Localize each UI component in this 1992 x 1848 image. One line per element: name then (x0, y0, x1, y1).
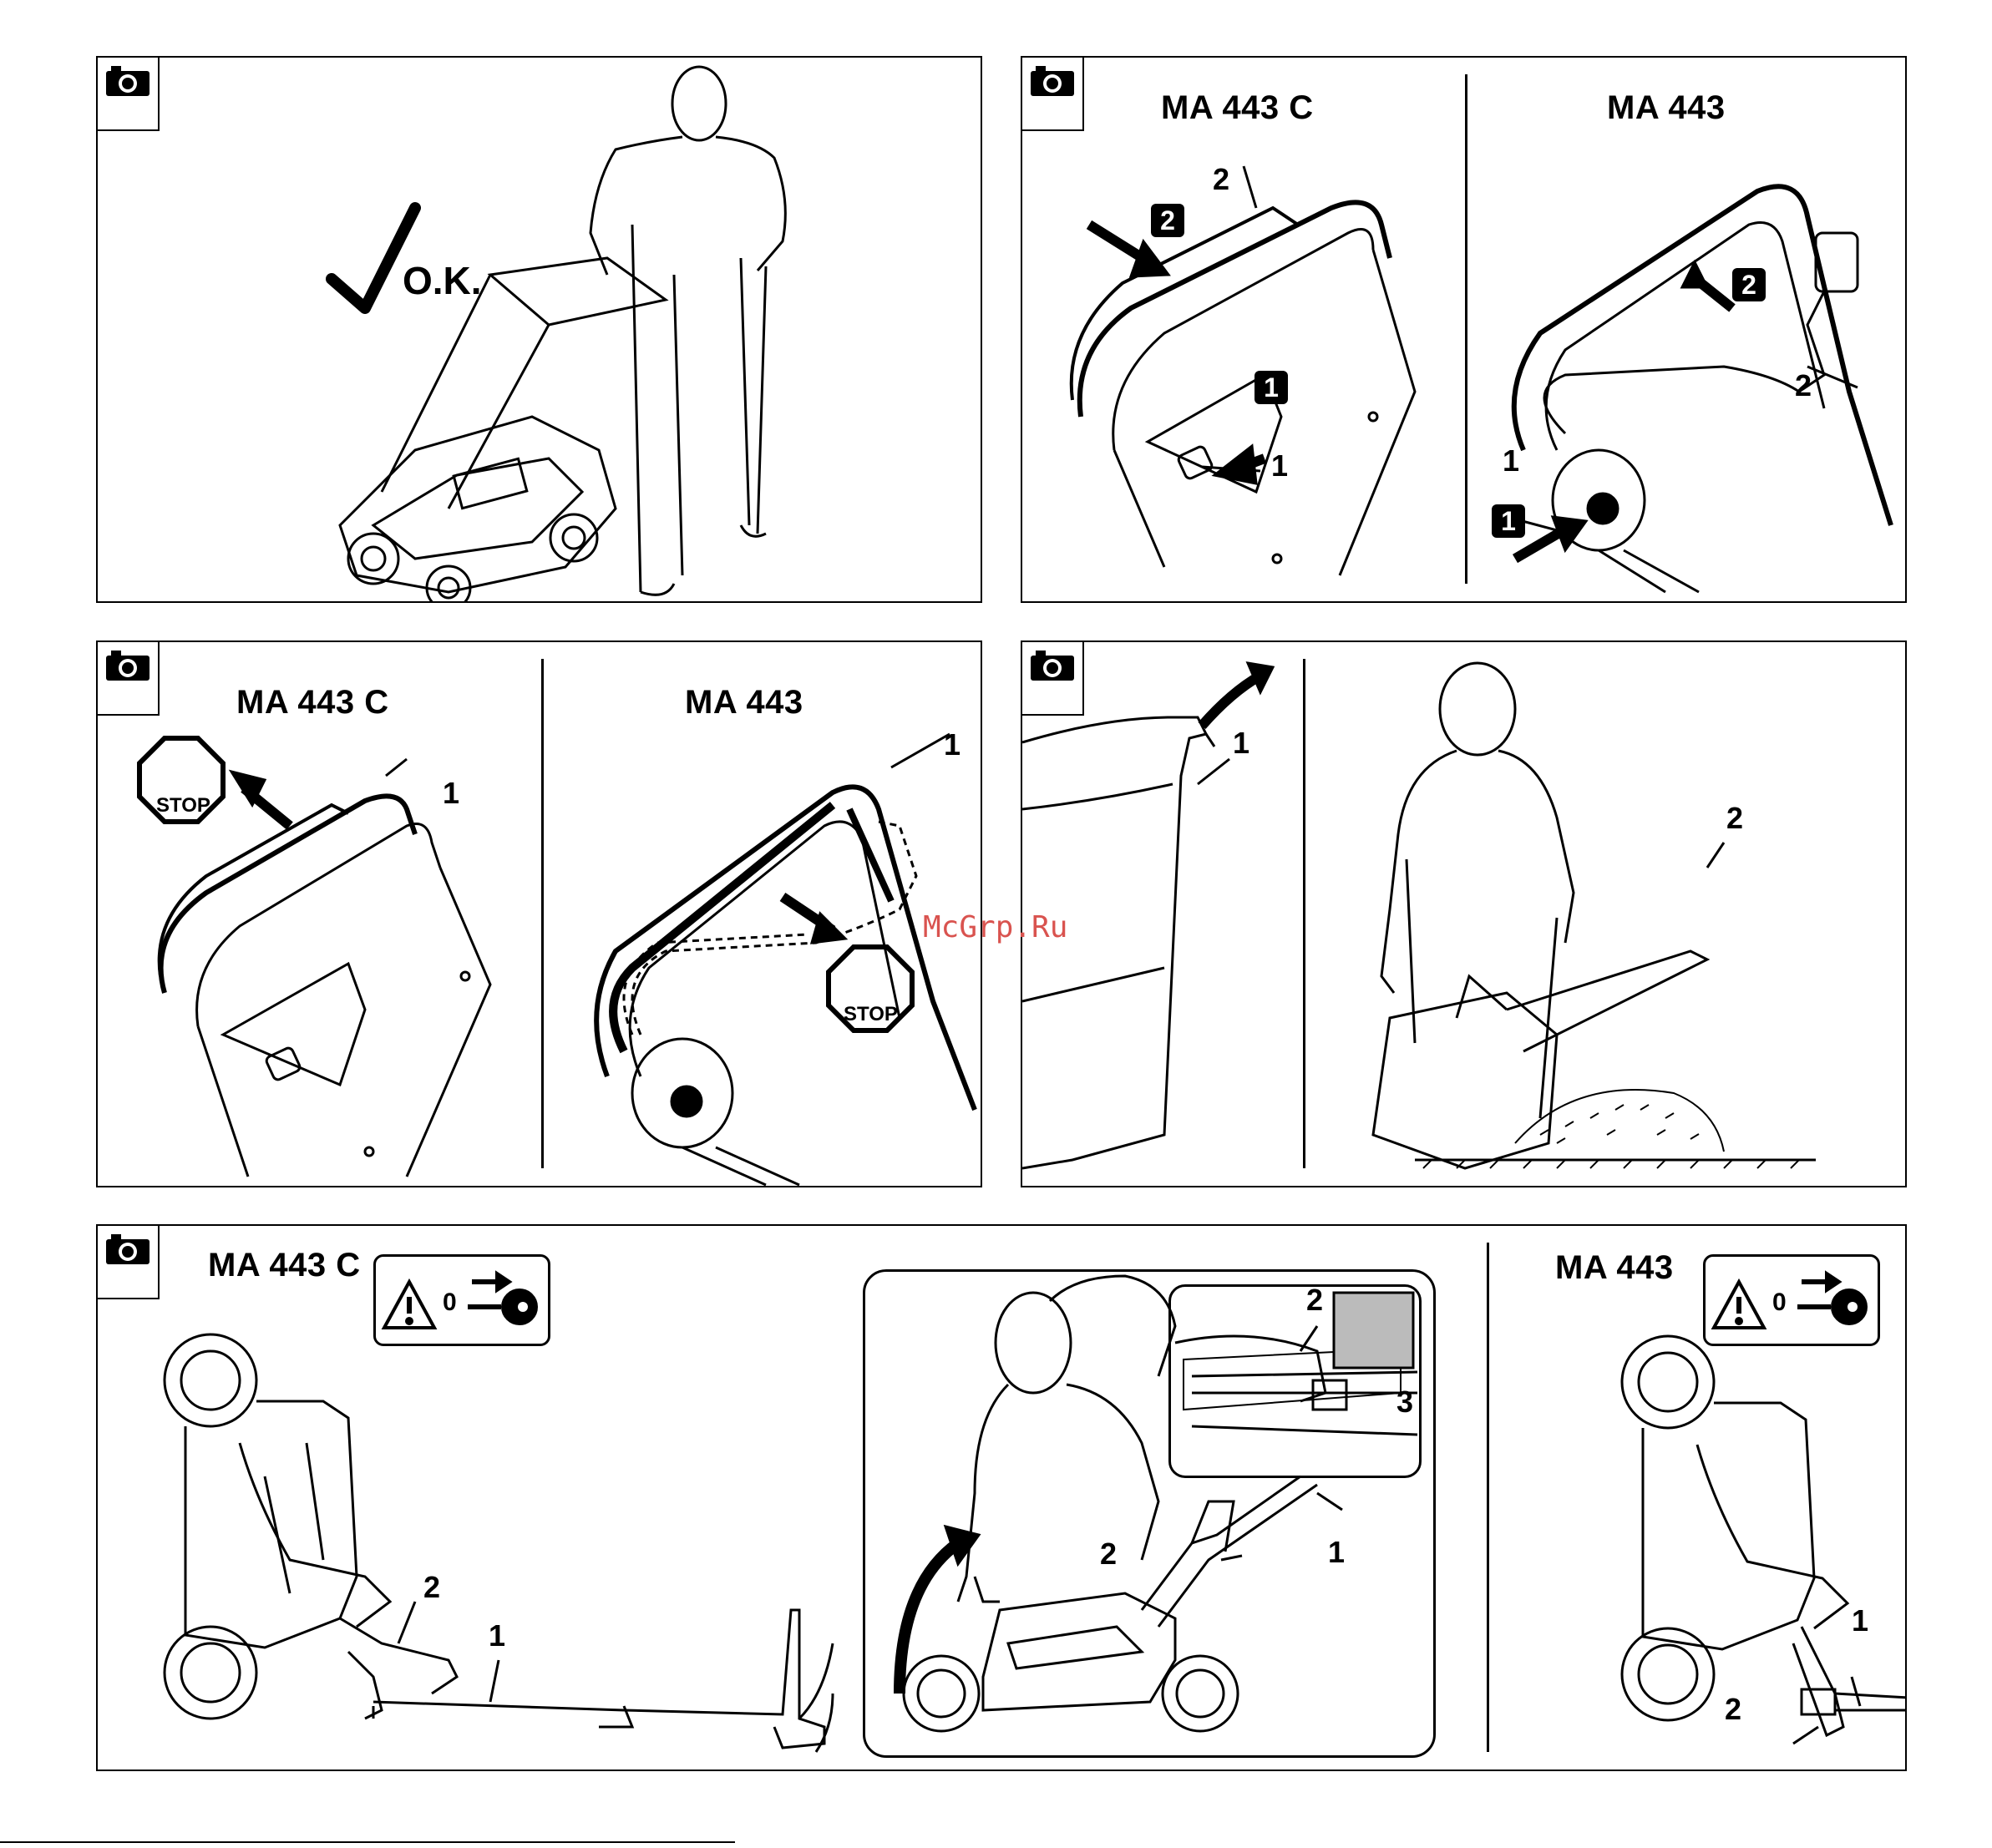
callout-3: 3 (1396, 1385, 1413, 1420)
callout-2: 2 (1100, 1537, 1117, 1572)
callout-2: 2 (1725, 1692, 1741, 1727)
step-badge-2-right: 2 (1732, 268, 1766, 301)
callout-2: 2 (423, 1570, 440, 1605)
panel-empty-grassbox: 1 2 (1021, 640, 1907, 1187)
panel-start-procedure: MA 443 C MA 443 2 1 2 1 2 1 1 2 (1021, 56, 1907, 603)
handle-stop-illustration (98, 642, 982, 1187)
callout-2: 2 (1306, 1283, 1323, 1318)
callout-1: 1 (489, 1618, 505, 1653)
mower-operator-illustration (98, 58, 982, 603)
callout-1: 1 (1328, 1535, 1345, 1570)
panel-stop-procedure: MA 443 C MA 443 STOP STOP 1 1 (96, 640, 982, 1187)
callout-1: 1 (443, 776, 459, 811)
callout-2: 2 (1213, 162, 1229, 197)
panel-transport-position: MA 443 C MA 443 0 0 (96, 1224, 1907, 1771)
panel-ok-usage: O.K. (96, 56, 982, 603)
ok-label: O.K. (403, 258, 482, 303)
step-badge-2-left: 2 (1151, 204, 1184, 237)
stop-sign-label: STOP (156, 794, 210, 818)
grassbox-emptying-illustration (1022, 642, 1907, 1187)
transport-illustration (98, 1226, 1907, 1771)
callout-1: 1 (944, 727, 961, 762)
callout-2: 2 (1795, 368, 1812, 403)
callout-1: 1 (1271, 448, 1288, 484)
handle-start-illustration (1022, 58, 1907, 603)
watermark: McGrp.Ru (923, 910, 1067, 944)
step-badge-1-left: 1 (1255, 371, 1288, 404)
callout-1: 1 (1852, 1603, 1868, 1638)
callout-1: 1 (1503, 443, 1519, 478)
callout-2: 2 (1726, 801, 1743, 836)
stop-sign-label: STOP (844, 1003, 898, 1026)
callout-1: 1 (1233, 726, 1249, 761)
footer-rule (0, 1841, 735, 1843)
step-badge-1-right: 1 (1492, 504, 1525, 538)
